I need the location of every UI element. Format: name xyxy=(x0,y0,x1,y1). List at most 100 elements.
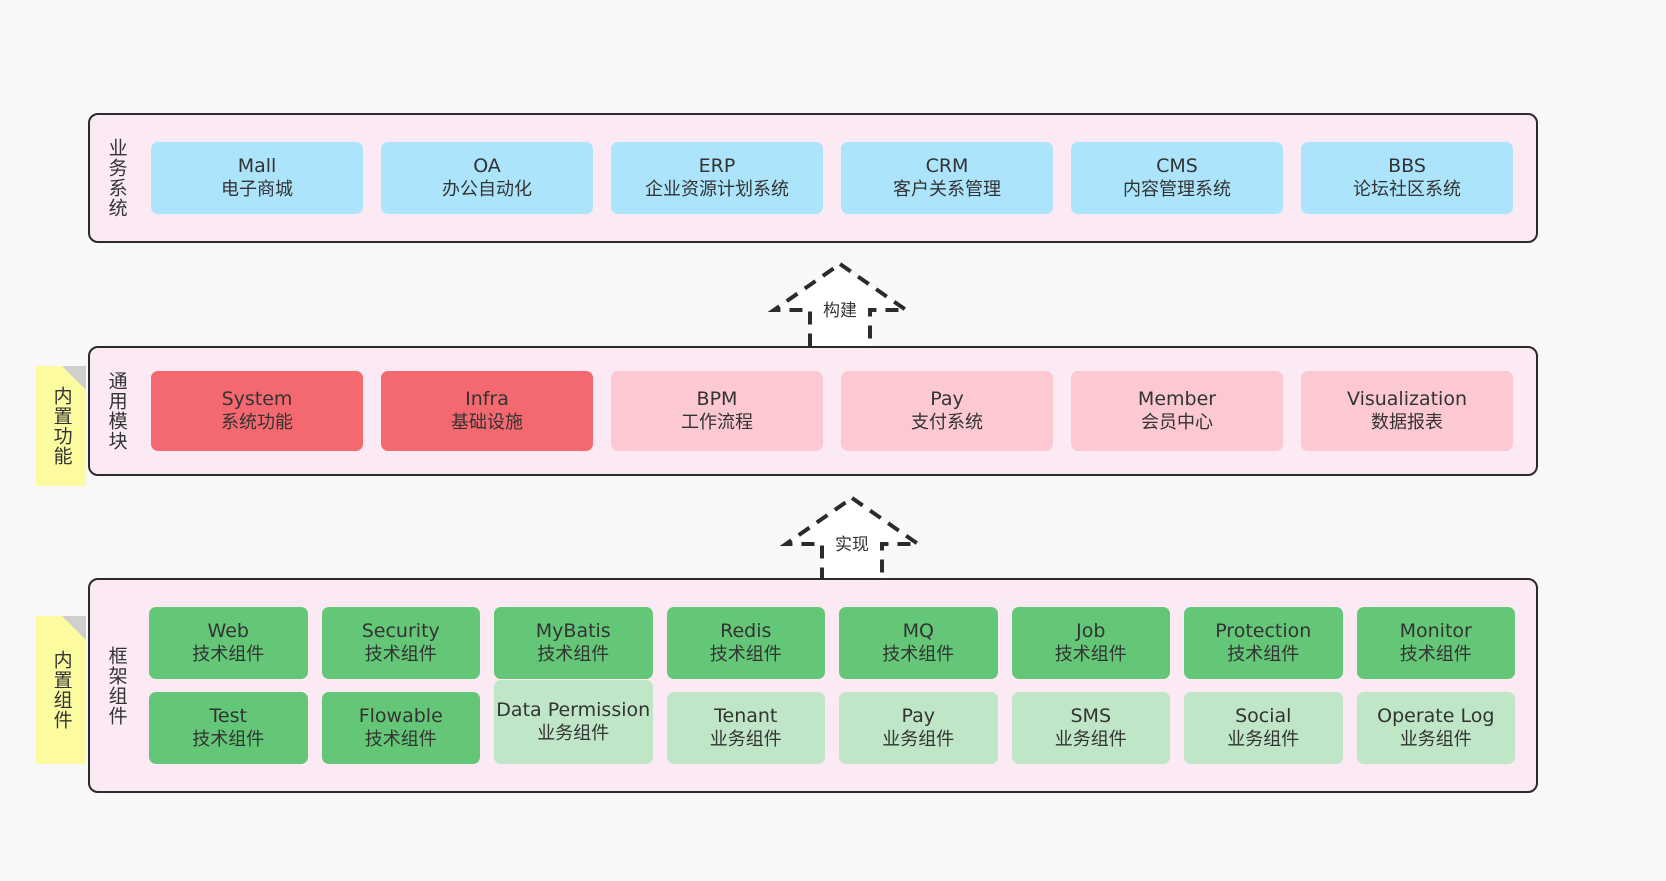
node-title: Protection xyxy=(1215,620,1312,643)
node-subtitle: 技术组件 xyxy=(1054,643,1127,665)
node-title: Data Permission xyxy=(496,699,651,722)
node-title: CMS xyxy=(1156,155,1198,178)
node-title: Operate Log xyxy=(1377,705,1495,728)
node-subtitle: 业务组件 xyxy=(882,728,955,750)
implement-arrow-label: 实现 xyxy=(835,535,869,555)
framework-components-band-title: 框架组件 xyxy=(105,645,128,726)
node-title: BPM xyxy=(696,388,738,411)
node-subtitle: 会员中心 xyxy=(1141,411,1213,433)
node-title: Web xyxy=(207,620,249,643)
node-title: BBS xyxy=(1388,155,1426,178)
node-subtitle: 技术组件 xyxy=(364,643,437,665)
node-subtitle: 技术组件 xyxy=(364,728,437,750)
node-subtitle: 技术组件 xyxy=(537,643,610,665)
node-subtitle: 业务组件 xyxy=(1227,728,1300,750)
node-subtitle: 技术组件 xyxy=(1227,643,1300,665)
build-arrow: 构建 xyxy=(760,258,920,353)
implement-arrow: 实现 xyxy=(772,492,932,587)
node-title: Tenant xyxy=(714,705,778,728)
node-subtitle: 内容管理系统 xyxy=(1123,178,1231,200)
node-subtitle: 数据报表 xyxy=(1371,411,1443,433)
node-title: Job xyxy=(1076,620,1106,643)
builtin-features-note-label: 内置功能 xyxy=(50,386,73,466)
node-subtitle: 技术组件 xyxy=(882,643,955,665)
node-subtitle: 系统功能 xyxy=(221,411,293,433)
node-subtitle: 支付系统 xyxy=(911,411,983,433)
node-title: Infra xyxy=(465,388,509,411)
node-subtitle: 基础设施 xyxy=(451,411,523,433)
node-title: Security xyxy=(361,620,440,643)
node-title: MyBatis xyxy=(535,620,611,643)
builtin-features-note: 内置功能 xyxy=(36,366,86,486)
node-subtitle: 业务组件 xyxy=(1399,728,1472,750)
common-modules-band-title: 通用模块 xyxy=(105,371,128,451)
node-title: Test xyxy=(209,705,247,728)
node-title: Pay xyxy=(930,388,964,411)
node-title: System xyxy=(221,388,293,411)
node-subtitle: 技术组件 xyxy=(709,643,782,665)
node-title: Redis xyxy=(720,620,772,643)
node-subtitle: 业务组件 xyxy=(709,728,782,750)
node-title: Monitor xyxy=(1399,620,1472,643)
node-subtitle: 业务组件 xyxy=(1054,728,1127,750)
note-fold-icon xyxy=(62,616,86,640)
builtin-components-note-label: 内置组件 xyxy=(50,650,73,730)
node-title: CRM xyxy=(925,155,969,178)
node-title: Social xyxy=(1235,705,1292,728)
node-title: OA xyxy=(473,155,501,178)
node-title: MQ xyxy=(902,620,934,643)
node-subtitle: 技术组件 xyxy=(192,728,265,750)
